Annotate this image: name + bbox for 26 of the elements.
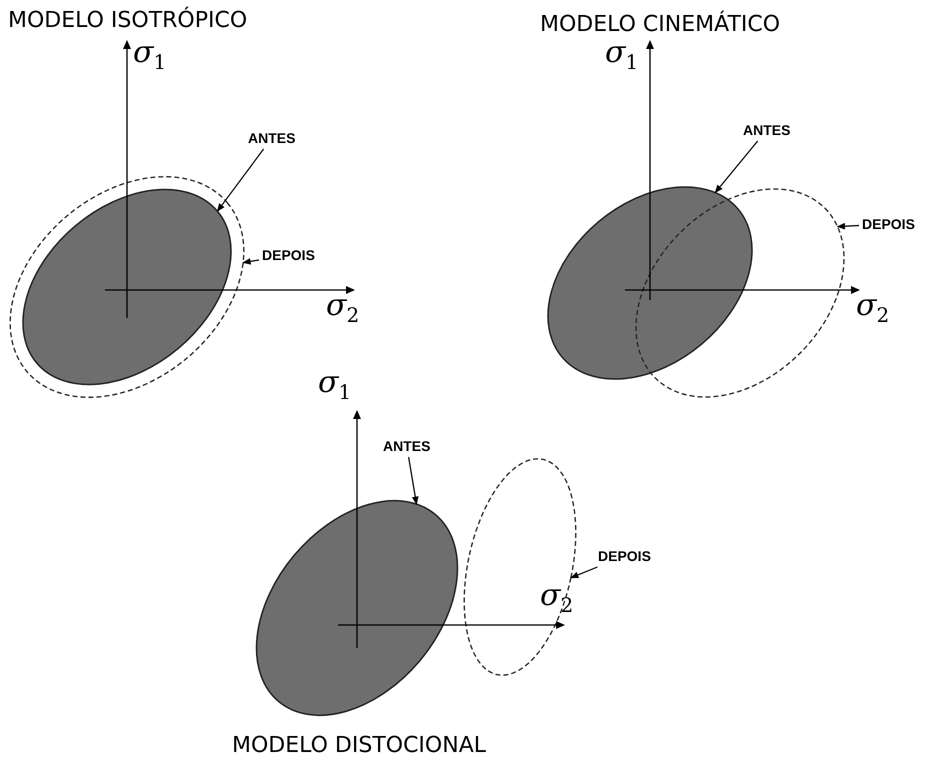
leader-line [570, 566, 598, 578]
callout-label: DEPOIS [598, 548, 651, 564]
callout-label: ANTES [383, 438, 430, 454]
axis-label: σ$_{2}$ [540, 578, 574, 617]
axis-label: σ$_{1}$ [605, 35, 638, 74]
yield-surface-ellipse [256, 500, 458, 716]
axis-label: σ$_{1}$ [318, 365, 352, 404]
dashed-yield-surface-ellipse [10, 176, 244, 398]
axis-label: σ$_{2}$ [856, 288, 890, 327]
callout-label: DEPOIS [262, 247, 315, 263]
panel-title: MODELO DISTOCIONAL [232, 733, 486, 758]
yield-surface-ellipse [547, 186, 753, 380]
leader-line [408, 456, 419, 505]
dashed-yield-surface-ellipse [464, 458, 576, 676]
dashed-yield-surface-ellipse [635, 188, 845, 398]
callout-label: ANTES [248, 130, 296, 146]
leader-line [714, 140, 758, 194]
axis-label: σ$_{2}$ [326, 288, 360, 327]
callout-label: DEPOIS [862, 216, 915, 232]
panel-title: MODELO CINEMÁTICO [540, 12, 780, 37]
leader-line [242, 258, 260, 265]
callout-label: ANTES [743, 122, 790, 138]
leader-line [216, 148, 264, 212]
axis-label: σ$_{1}$ [133, 35, 166, 74]
leader-line [836, 222, 860, 230]
panel-title: MODELO ISOTRÓPICO [8, 8, 248, 33]
